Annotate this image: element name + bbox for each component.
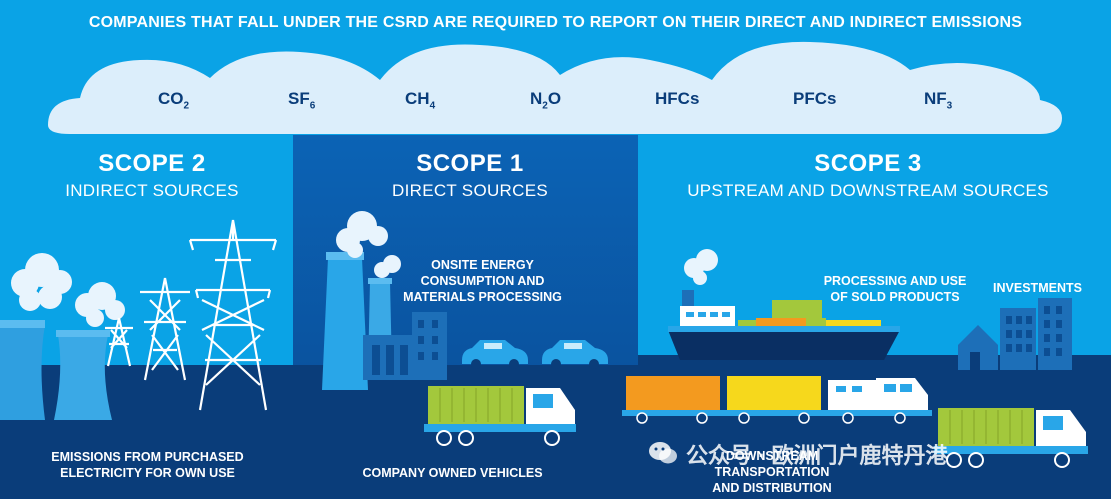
cargo-ship	[668, 290, 900, 360]
scope2-label: EMISSIONS FROM PURCHASED ELECTRICITY FOR…	[51, 450, 244, 480]
delivery-truck	[934, 408, 1088, 468]
factory-building	[363, 312, 447, 380]
headline: COMPANIES THAT FALL UNDER THE CSRD ARE R…	[88, 14, 1023, 31]
scope1-energy-label: ONSITE ENERGY CONSUMPTION AND MATERIALS …	[403, 258, 562, 304]
watermark-text: 公众号 · 欧洲门户鹿特丹港	[686, 443, 948, 468]
gas-nf3: NF3	[924, 89, 953, 112]
ship-smoke	[684, 249, 718, 285]
gas-hfcs: HFCs	[655, 89, 700, 108]
wechat-icon	[649, 442, 677, 464]
emissions-cloud	[48, 41, 1062, 134]
scope3-subtitle: UPSTREAM AND DOWNSTREAM SOURCES	[687, 181, 1049, 200]
scope3-investments-label: INVESTMENTS	[993, 281, 1082, 295]
scope3-title: SCOPE 3	[814, 150, 922, 177]
cars	[462, 340, 608, 369]
scope2-subtitle: INDIRECT SOURCES	[65, 181, 239, 200]
gas-ch4: CH4	[405, 89, 436, 112]
scope2-ground	[0, 365, 293, 499]
scope1-vehicles-label: COMPANY OWNED VEHICLES	[362, 466, 543, 480]
freight-train	[622, 376, 932, 424]
scope3-transport-label: DOWNSTREAM TRANSPORTATION AND DISTRIBUTI…	[712, 449, 832, 495]
scope1-subtitle: DIRECT SOURCES	[392, 181, 548, 200]
company-truck	[424, 386, 576, 446]
gas-sf6: SF6	[288, 89, 316, 112]
power-pylons	[105, 219, 278, 411]
scope2-title: SCOPE 2	[98, 150, 206, 177]
buildings	[958, 298, 1072, 370]
scope1-title: SCOPE 1	[416, 150, 524, 177]
cooling-towers	[0, 320, 112, 420]
gas-n2o: N2O	[530, 89, 562, 112]
scope2-smoke	[11, 253, 125, 327]
gas-pfcs: PFCs	[793, 89, 837, 108]
scope1-smoke	[336, 211, 401, 278]
scope3-processing-label: PROCESSING AND USE OF SOLD PRODUCTS	[823, 274, 967, 304]
gas-co2: CO2	[158, 89, 190, 112]
